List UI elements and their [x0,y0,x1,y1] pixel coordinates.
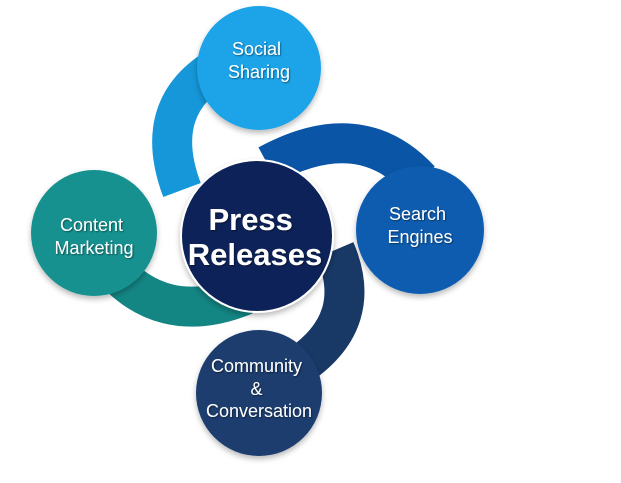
svg-text:Search Engines: Search Engines [387,204,452,247]
social-line-1: Social [232,39,281,59]
content-line-1: Content [60,215,123,235]
svg-text:Community & Conver: Community & Conversation [206,356,312,421]
svg-text:Press Releases: Press Releases [188,202,322,272]
center-line-2: Releases [188,237,322,272]
search-line-1: Search [389,204,446,224]
content-line-2: Marketing [54,238,133,258]
community-line-3: Conversation [206,401,312,421]
svg-text:Social Sharing: Social Sharing [228,39,290,82]
node-community-conversation: Community & Conversation [196,330,322,456]
node-content-marketing: Content Marketing [31,170,157,296]
community-arm [288,242,365,382]
community-line-1: Community [211,356,302,376]
social-line-2: Sharing [228,62,290,82]
community-line-2: & [250,379,262,399]
node-press-releases: Press Releases [180,159,334,313]
search-arm [258,123,435,195]
center-line-1: Press [208,202,292,237]
search-line-2: Engines [387,227,452,247]
svg-text:Content Marketing: Content Marketing [54,215,133,258]
node-search-engines: Search Engines [356,166,484,294]
node-social-sharing: Social Sharing [197,6,321,130]
